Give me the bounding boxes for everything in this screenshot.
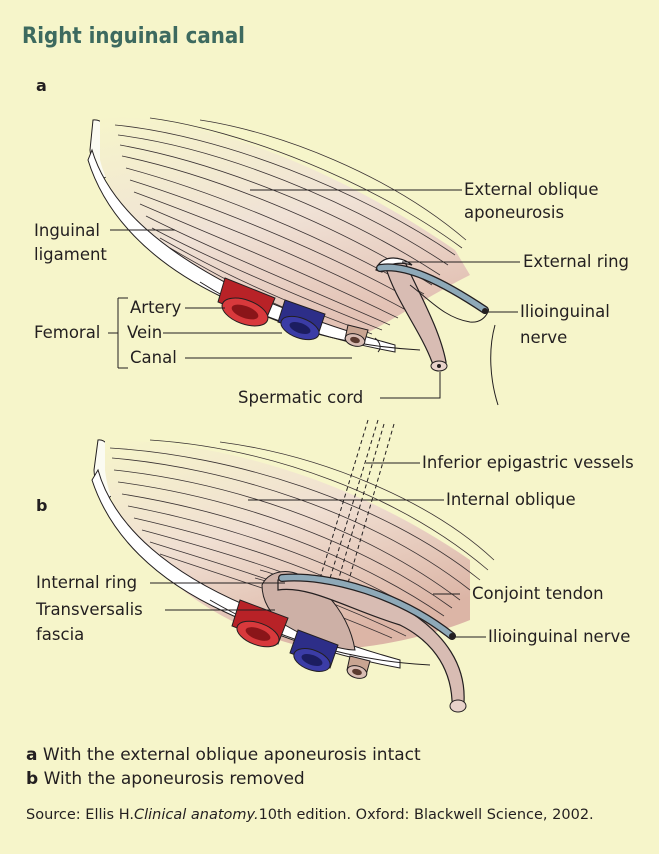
source-prefix: Source: Ellis H. <box>26 807 134 823</box>
source-citation: Source: Ellis H.Clinical anatomy.10th ed… <box>26 805 626 825</box>
panel-a-label: a <box>36 76 47 95</box>
label-nerve: nerve <box>520 327 567 349</box>
label-aponeurosis: aponeurosis <box>464 202 564 224</box>
label-ligament: ligament <box>34 244 107 266</box>
label-external-oblique: External oblique <box>464 179 599 201</box>
label-internal-oblique: Internal oblique <box>446 489 576 511</box>
label-femoral: Femoral <box>34 322 100 344</box>
label-spermatic-cord: Spermatic cord <box>238 387 363 409</box>
label-transversalis: Transversalis <box>36 599 143 621</box>
caption-b-key: b <box>26 769 38 789</box>
caption-a-key: a <box>26 745 37 765</box>
label-ilioinguinal-nerve: Ilioinguinal nerve <box>488 626 630 648</box>
source-book: Clinical anatomy. <box>134 807 259 823</box>
label-external-ring: External ring <box>523 251 629 273</box>
label-artery: Artery <box>130 297 181 319</box>
caption-b: b With the aponeurosis removed <box>26 767 305 791</box>
panel-b-label: b <box>36 496 47 515</box>
caption-b-text: With the aponeurosis removed <box>38 769 305 789</box>
source-suffix: 10th edition. Oxford: Blackwell Science,… <box>259 807 594 823</box>
femoral-canal-b <box>346 656 370 680</box>
caption-a-text: With the external oblique aponeurosis in… <box>37 745 420 765</box>
label-internal-ring: Internal ring <box>36 572 137 594</box>
label-canal: Canal <box>130 347 177 369</box>
label-fascia: fascia <box>36 624 84 646</box>
caption-a: a With the external oblique aponeurosis … <box>26 743 421 767</box>
label-inferior-epigastric: Inferior epigastric vessels <box>422 452 634 474</box>
label-ilioinguinal: Ilioinguinal <box>520 301 610 323</box>
label-vein: Vein <box>127 322 162 344</box>
label-inguinal: Inguinal <box>34 220 100 242</box>
label-conjoint-tendon: Conjoint tendon <box>472 583 604 605</box>
